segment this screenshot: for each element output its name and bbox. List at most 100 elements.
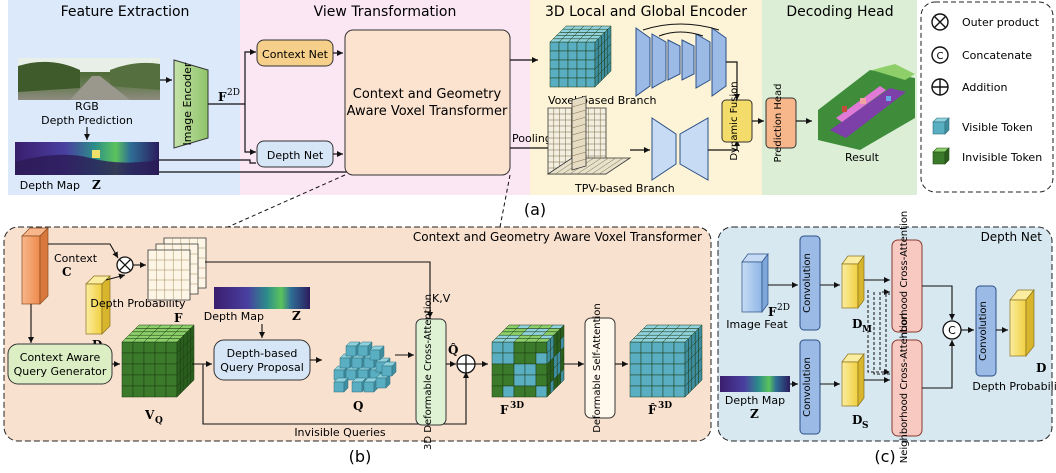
legend-outer-product: Outer product [931, 13, 1040, 31]
f3d-symbol: F [500, 403, 509, 417]
q-hat-symbol: Q̂ [448, 342, 458, 357]
concatenate-icon-letter: C [937, 51, 944, 62]
f3d-cube [491, 324, 565, 398]
section-encoder: 3D Local and Global Encoder [545, 4, 747, 20]
nca-bottom-to-concat-arrow [922, 340, 955, 389]
image-encoder-block [173, 59, 209, 149]
f-feature-stack [147, 237, 207, 301]
f2d-symbol-c: F [768, 305, 777, 319]
encoder-to-context-arrow [208, 49, 256, 105]
dm-to-nca-bottom-dashed [867, 290, 890, 375]
legend-addition: Addition [931, 78, 1007, 96]
prediction-head-label: Prediction Head [773, 83, 784, 162]
section-decoding-head: Decoding Head [786, 4, 893, 20]
cgavt-line1: Context and Geometry [353, 87, 502, 102]
self-attn-box [584, 317, 616, 419]
depthmap-to-depthnet-arrow [159, 159, 256, 164]
context-net-label: Context Net [262, 48, 329, 61]
f2d-sup-c: 2D [777, 303, 790, 313]
conv-label-bottom: Convolution [802, 357, 813, 417]
panel-c-title: Depth Net [981, 230, 1043, 244]
kv-label: K,V [432, 292, 451, 305]
nca-label-top: Neighborhood Cross-Attention [899, 211, 910, 362]
caqg-line1: Context Aware [20, 351, 101, 364]
f2d-sup: 2D [227, 88, 240, 98]
encoder-to-depthnet-arrow [244, 104, 256, 155]
ds-to-nca-top-dashed [879, 289, 890, 370]
dm-sub: M [862, 325, 872, 335]
caption-c: (c) [874, 447, 895, 466]
concatenate-icon [931, 46, 949, 64]
depth-net-label: Depth Net [267, 149, 324, 162]
dm-symbol: D [852, 317, 862, 331]
caption-a: (a) [524, 200, 546, 219]
ds-to-nca-top-dashed-2 [885, 293, 890, 372]
pooling-label: Pooling [512, 132, 552, 145]
dynamic-fusion-label: Dynamic Fusion [729, 81, 740, 160]
legend-visible-token: Visible Token [932, 117, 1033, 135]
voxel-unet [635, 23, 727, 97]
zoom-line-left [227, 174, 346, 228]
legend-invisible-token-label: Invisible Token [962, 151, 1042, 164]
f3d-hat-sup: 3D [658, 401, 672, 411]
section-view-transformation: View Transformation [314, 4, 457, 20]
depth-map-image-b [214, 287, 310, 309]
legend-addition-label: Addition [962, 81, 1007, 94]
cross-attn-box [415, 318, 447, 426]
vq-query-cube [121, 324, 195, 398]
voxel-to-fusion-arrow [726, 61, 740, 100]
dbqp-line1: Depth-based [227, 347, 298, 360]
ds-slab [841, 361, 859, 407]
context-slab [21, 235, 41, 305]
legend-invisible-token: Invisible Token [932, 147, 1042, 165]
f3d-hat-cube [629, 324, 703, 398]
invisible-token-icon [932, 151, 946, 165]
context-to-outer-arrow [48, 243, 119, 259]
tpv-unet [651, 117, 709, 181]
q-symbol: Q [353, 399, 363, 413]
dm-slab [841, 263, 859, 309]
tpv-to-fusion-arrow [708, 140, 740, 151]
image-encoder-label: Image Encoder [181, 62, 194, 145]
concat-letter-c: C [948, 324, 956, 337]
tpv-planes [546, 95, 632, 175]
vq-sub: Q [155, 416, 163, 426]
conv-box-final [975, 285, 997, 377]
f3d-sup: 3D [510, 401, 524, 411]
depth-map-image [15, 142, 159, 175]
voxel-branch-label: Voxel-based Branch [548, 94, 657, 107]
zoom-line-right [499, 174, 511, 228]
vq-symbol: V [144, 408, 155, 422]
depth-map-label-c: Depth Map [725, 394, 785, 407]
dbqp-line2: Query Proposal [220, 361, 304, 374]
depth-symbol-c: D [1036, 361, 1046, 375]
legend-outer-product-label: Outer product [962, 16, 1040, 29]
tpv-branch-label: TPV-based Branch [574, 182, 675, 195]
conv-box-top [799, 235, 821, 331]
depth-map-image-c [720, 376, 790, 392]
voxel-grid-cube [549, 25, 612, 88]
cross-attn-label: 3D Deformable Cross-Attention [423, 294, 434, 450]
panel-b-title: Context and Geometry Aware Voxel Transfo… [413, 230, 702, 244]
f3d-hat-symbol: F̂ [648, 402, 657, 417]
depth-map-label: Depth Map [20, 179, 80, 192]
invisible-queries-arrow [202, 364, 469, 425]
caqg-line2: Query Generator [14, 365, 107, 378]
f-symbol: F [174, 311, 183, 325]
caqg-box [7, 343, 113, 385]
ds-symbol: D [852, 413, 862, 427]
depth-to-outer-arrow [105, 273, 126, 281]
invisible-queries-label: Invisible Queries [294, 426, 386, 439]
rgb-label: RGB [75, 100, 99, 113]
result-occupancy-scene [818, 64, 915, 150]
rgb-image [18, 58, 160, 100]
dm-to-nca-bottom-dashed-2 [873, 292, 890, 375]
legend-concatenate: C Concatenate [931, 46, 1032, 64]
depth-map-label-b: Depth Map [204, 310, 264, 323]
conv-label-final: Convolution [978, 301, 989, 361]
nca-top-to-concat-arrow [922, 285, 955, 320]
q-sparse-blocks [333, 341, 397, 393]
depth-probability-slab-c [1009, 299, 1027, 357]
